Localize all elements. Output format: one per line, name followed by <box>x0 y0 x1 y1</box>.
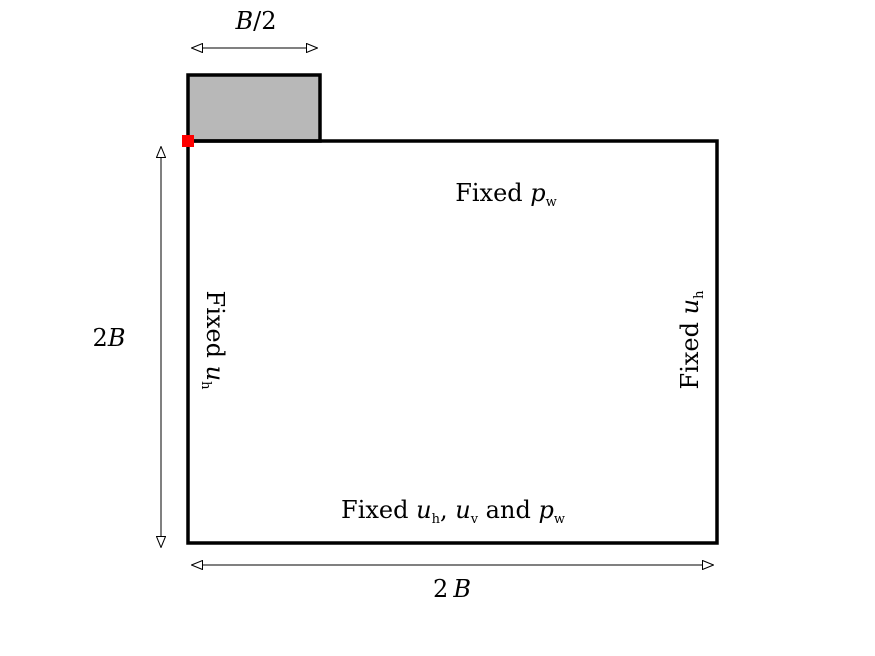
top-boundary-label: Fixed pw <box>455 179 557 210</box>
footing-block <box>186 73 322 143</box>
bottom-boundary-label: Fixed uh, uv and pw <box>341 496 565 527</box>
domain-height-label: 2B <box>93 324 126 352</box>
soil-domain <box>186 139 719 545</box>
corner-point-marker <box>182 135 194 147</box>
left-boundary-label: Fixed uh <box>198 291 229 391</box>
right-boundary-label: Fixed uh <box>676 290 707 390</box>
footing-width-label: B/2 <box>235 7 277 35</box>
